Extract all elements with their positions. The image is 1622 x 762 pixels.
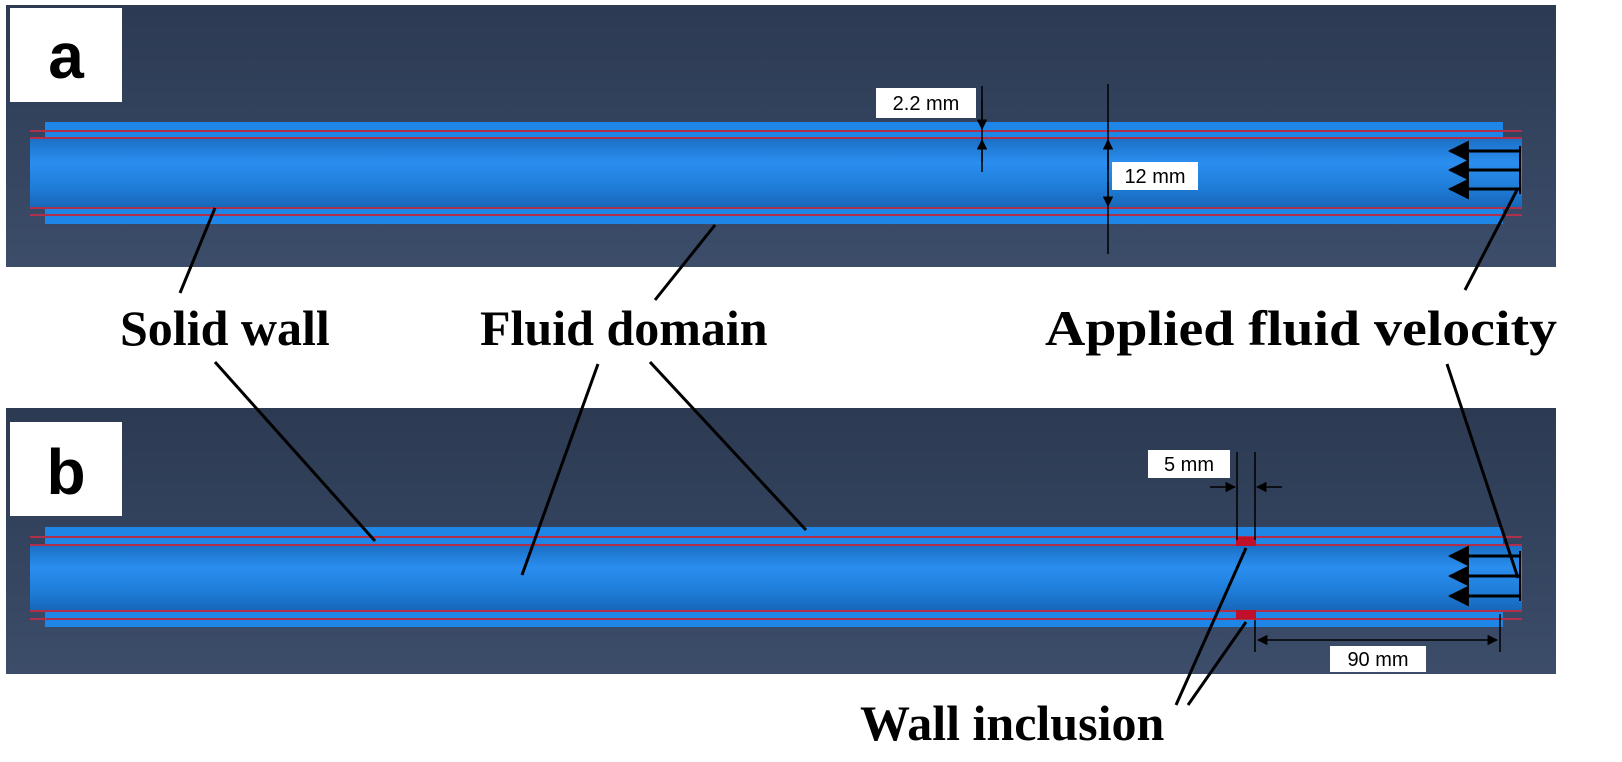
inclusion-distance-label: 90 mm: [1347, 649, 1408, 671]
panel-b-letter: b: [46, 436, 85, 508]
wall-inclusion-label: Wall inclusion: [860, 695, 1164, 751]
fluid-domain-leader-a: [653, 224, 717, 301]
panel-b-pipe: [30, 527, 1522, 627]
inclusion-leader-bottom: [1186, 621, 1248, 706]
panel-a: a 2.2 mm 12 mm: [6, 5, 1556, 267]
velocity-leader-b: [1445, 363, 1520, 579]
fluid-domain-label: Fluid domain: [480, 300, 768, 356]
inclusion-leader-top: [1174, 547, 1248, 706]
panel-a-pipe: [30, 122, 1522, 224]
panel-a-diameter-dimension: 12 mm: [1102, 84, 1198, 254]
solid-wall-label: Solid wall: [120, 300, 330, 356]
panel-a-letter: a: [48, 20, 84, 92]
applied-velocity-label: Applied fluid velocity: [1045, 300, 1557, 356]
callout-leaders: [178, 187, 1520, 706]
panel-b-fluid-domain: [30, 545, 1522, 611]
panel-b-inclusion-width-dimension: 5 mm: [1148, 450, 1282, 540]
panel-a-fluid-domain: [30, 138, 1522, 208]
fluid-domain-leader-b2: [648, 360, 808, 532]
wall-inclusion-top: [1236, 537, 1256, 546]
panel-a-velocity-arrows: [1447, 140, 1521, 200]
panel-b: b 5 mm 90 mm: [6, 408, 1556, 674]
inclusion-width-label: 5 mm: [1164, 454, 1214, 476]
panel-b-velocity-arrows: [1447, 545, 1521, 607]
wall-inclusion-bottom: [1236, 610, 1256, 619]
panel-b-inclusion-distance-dimension: 90 mm: [1254, 614, 1501, 672]
fluid-domain-leader-b1: [520, 363, 600, 576]
solid-wall-leader-b: [213, 361, 377, 542]
panel-a-wall-thickness-dimension: 2.2 mm: [876, 86, 988, 172]
solid-wall-leader-a: [178, 207, 217, 294]
panel-b-letter-box: [10, 422, 122, 516]
wall-thickness-label: 2.2 mm: [893, 93, 960, 115]
panel-a-letter-box: [10, 8, 122, 102]
diameter-label: 12 mm: [1124, 166, 1185, 188]
velocity-leader-a: [1463, 187, 1520, 291]
